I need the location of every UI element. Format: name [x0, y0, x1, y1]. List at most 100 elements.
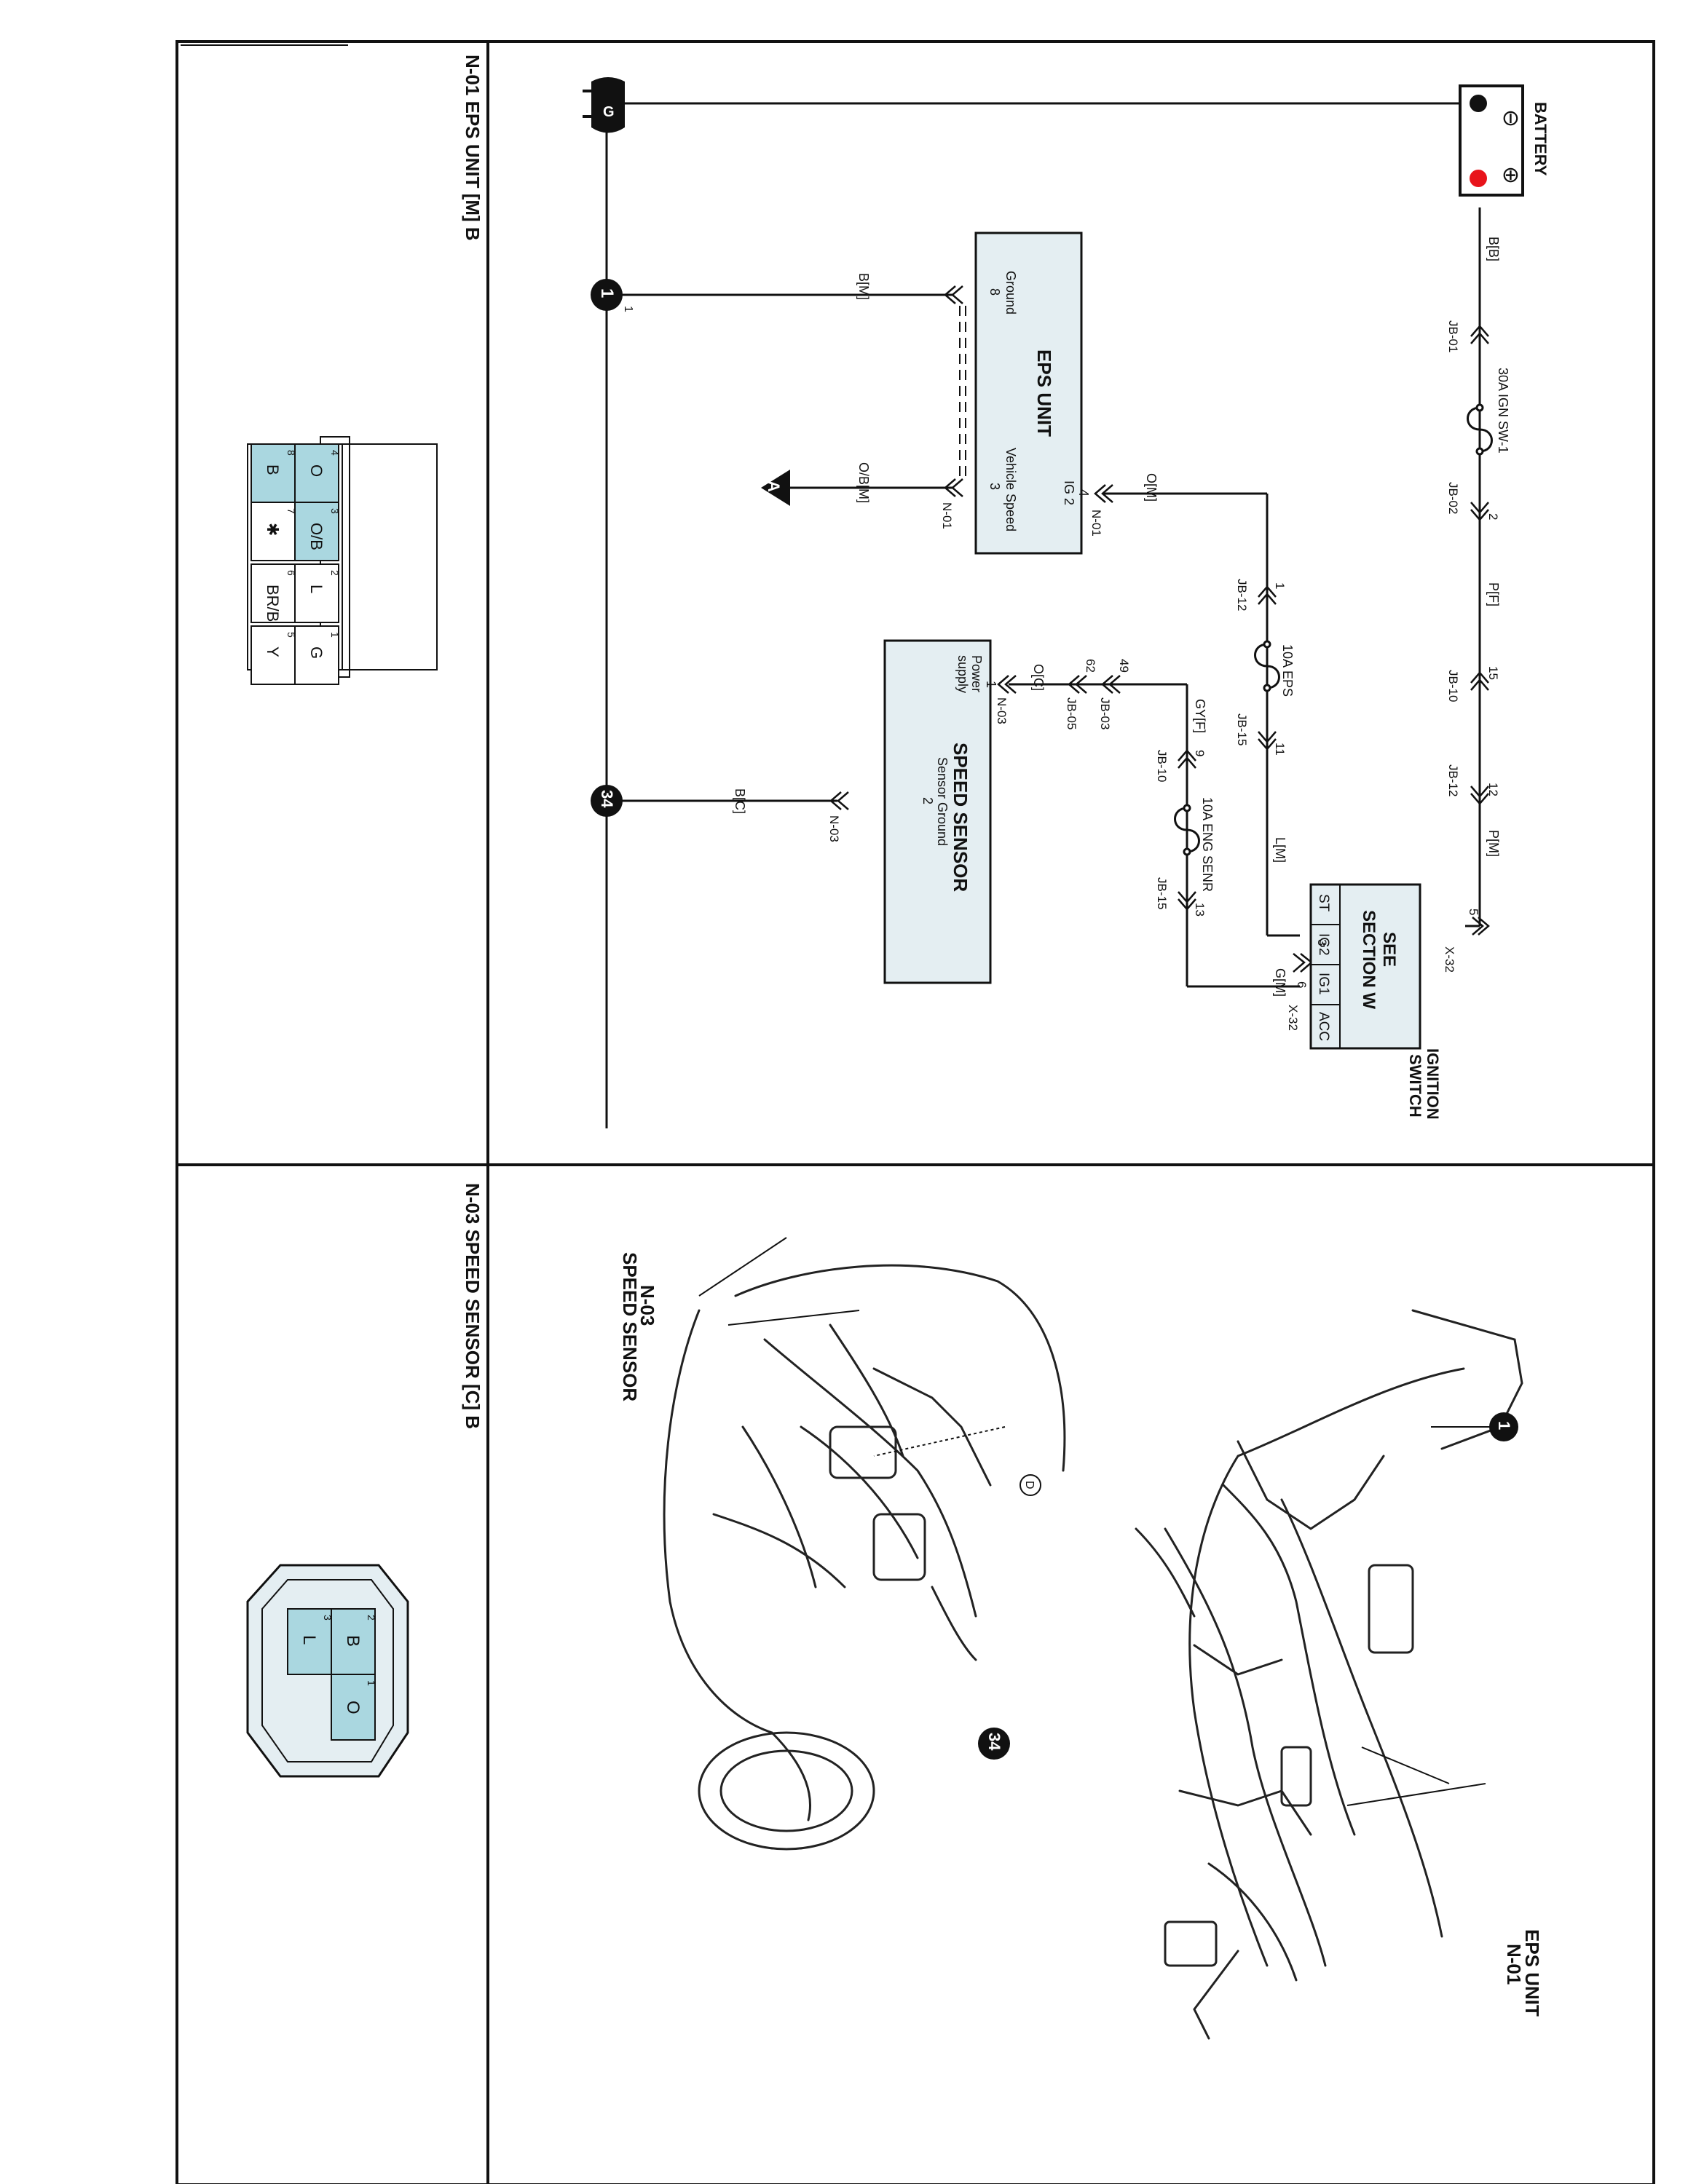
conn-jb12a: JB-12 [1446, 764, 1460, 796]
conn-x32b: X-32 [1286, 1005, 1300, 1031]
conn-x32a: X-32 [1443, 946, 1456, 973]
connector-chevrons [829, 285, 1490, 973]
locator-callout-1: 1 [1495, 1421, 1513, 1430]
locator-speed-label-2: SPEED SENSOR [619, 1252, 641, 1401]
battery-neg-symbol: ⊖ [1499, 109, 1523, 127]
reference-a: A [761, 470, 790, 506]
speed-sensor: SPEED SENSOR 1 Power supply Sensor Groun… [883, 639, 998, 984]
wire-lm: L[M] [1273, 837, 1287, 863]
n03-pin-number: 1 [366, 1680, 377, 1686]
wire-om: O[M] [1144, 473, 1159, 502]
conn-jb12a-pin: 12 [1486, 783, 1500, 796]
ground-node-1-pin: 1 [622, 306, 634, 312]
connector-labels: JB-01 JB-02 2 JB-10 15 JB-12 12 X-32 5 X… [827, 320, 1500, 1031]
battery: ⊖ ⊕ BATTERY [1459, 84, 1550, 197]
n01-pin-wire: O/B [307, 523, 326, 550]
n01-pin-wire: Y [264, 646, 282, 657]
conn-jb10a-pin: 15 [1486, 666, 1500, 680]
eps-ig2: IG 2 [1062, 480, 1076, 505]
page-frame [175, 40, 1655, 2184]
panel-title-n01: N-01 EPS UNIT [M] B [462, 55, 484, 241]
ignition-switch: ST IG2 IG1 ACC SEE SECTION W IGNITION SW… [1309, 883, 1442, 1120]
fuse-10a-eps: 10A EPS [1280, 644, 1295, 697]
wire-pm: P[M] [1486, 830, 1501, 857]
locator-dashboard-harness [1135, 1309, 1523, 2040]
n01-pin-number: 1 [329, 632, 341, 638]
reference-a-label: A [765, 480, 783, 492]
ss-sensor-ground: Sensor Ground [935, 757, 950, 846]
wire-oc: O[C] [1031, 664, 1046, 691]
n03-pin-wire: O [343, 1701, 363, 1714]
shield-lines [959, 306, 966, 480]
locator-callout-34: 34 [985, 1733, 1003, 1751]
ss-power1: Power [969, 655, 984, 692]
n01-pin-number: 8 [285, 450, 297, 456]
n01-pin-number: 3 [329, 508, 341, 514]
locator-d-marker: D [1023, 1481, 1036, 1489]
n01-pin-wire: ✱ [264, 523, 282, 536]
eps-ground: Ground [1003, 271, 1018, 314]
conn-jb05: JB-05 [1065, 697, 1078, 729]
wire-bm: B[M] [856, 273, 871, 300]
panel-title-n03: N-03 SPEED SENSOR [C] B [462, 1183, 484, 1429]
eps-pin3: 3 [987, 483, 1002, 490]
locator-speed-label-1: N-03 [636, 1285, 658, 1326]
ign-cell-acc: ACC [1316, 1012, 1331, 1041]
wire-obm: O/B[M] [856, 462, 871, 503]
n01-pin-2: 2L [294, 563, 341, 623]
eps-vspeed: Vehicle Speed [1003, 448, 1018, 531]
n01-pin-wire: B [264, 464, 282, 475]
ground-node-1: 1 [597, 288, 617, 298]
n01-pin-wire: BR/B [264, 585, 282, 622]
n01-pin-5: 5Y [251, 625, 297, 685]
n03-pin-number: 3 [322, 1615, 334, 1621]
n01-pin-3: 3O/B [294, 502, 341, 561]
n01-pin-number: 4 [329, 450, 341, 456]
n03-pin-wire: B [343, 1635, 363, 1647]
ign-title-2: SWITCH [1406, 1054, 1424, 1117]
battery-label: BATTERY [1531, 102, 1550, 176]
n01-pin-wire: L [307, 585, 326, 593]
conn-x32a-pin: 5 [1467, 909, 1480, 915]
wire-bc: B[C] [733, 788, 747, 814]
n03-pin-number: 2 [366, 1615, 377, 1621]
ign-see-1: SEE [1379, 932, 1399, 967]
n01-pin-number: 2 [329, 570, 341, 576]
conn-n03a: N-03 [995, 697, 1009, 724]
locator-engine-bay [663, 1264, 1066, 1851]
conn-jb15a: JB-15 [1235, 713, 1249, 745]
conn-jb10b: JB-10 [1155, 750, 1169, 782]
n03-pin-2: 2B [331, 1608, 377, 1675]
ign-cell-ig2: IG2 [1316, 933, 1331, 956]
conn-n01b: N-01 [940, 502, 954, 529]
ss-power2: supply [955, 655, 970, 693]
conn-jb15b: JB-15 [1155, 877, 1169, 909]
conn-n03b: N-03 [827, 815, 841, 842]
ground-nodes: 1 1 34 [591, 279, 634, 817]
battery-pos-symbol: ⊕ [1499, 166, 1523, 184]
n01-pin-number: 5 [285, 632, 297, 638]
eps-unit: EPS UNIT 4 IG 2 Vehicle Speed 3 Ground 8 [974, 232, 1091, 555]
wire-pf: P[F] [1486, 582, 1501, 606]
ss-pin2: 2 [920, 797, 935, 804]
n01-pin-wire: O [307, 464, 326, 477]
n03-pin-wire: L [299, 1635, 319, 1645]
wire-labels: B[B] P[F] P[M] L[M] G[M] O[M] GY[F] O[C]… [733, 237, 1501, 997]
conn-jb02-pin: 2 [1486, 513, 1500, 520]
n01-pin-7: 7✱ [251, 502, 297, 561]
ign-cell-st: ST [1316, 894, 1331, 912]
eps-pin4: 4 [1076, 489, 1091, 496]
ground-label: G [603, 104, 615, 120]
locator-labels: 1 EPS UNIT N-01 34 N-03 SPEED SENSOR D [619, 1252, 1543, 2017]
locator-eps-label-2: N-01 [1503, 1944, 1525, 1985]
n01-pin-6: 6BR/B [251, 563, 297, 623]
n01-pin-number: 6 [285, 570, 297, 576]
conn-x32b-pin6: 6 [1295, 981, 1309, 988]
conn-jb03: JB-03 [1098, 697, 1112, 729]
conn-jb15a-pin: 11 [1273, 743, 1287, 756]
ground-node-34: 34 [598, 790, 616, 808]
wire-gm: G[M] [1273, 968, 1287, 997]
conn-jb10a: JB-10 [1446, 670, 1460, 702]
n01-pin-number: 7 [285, 508, 297, 514]
